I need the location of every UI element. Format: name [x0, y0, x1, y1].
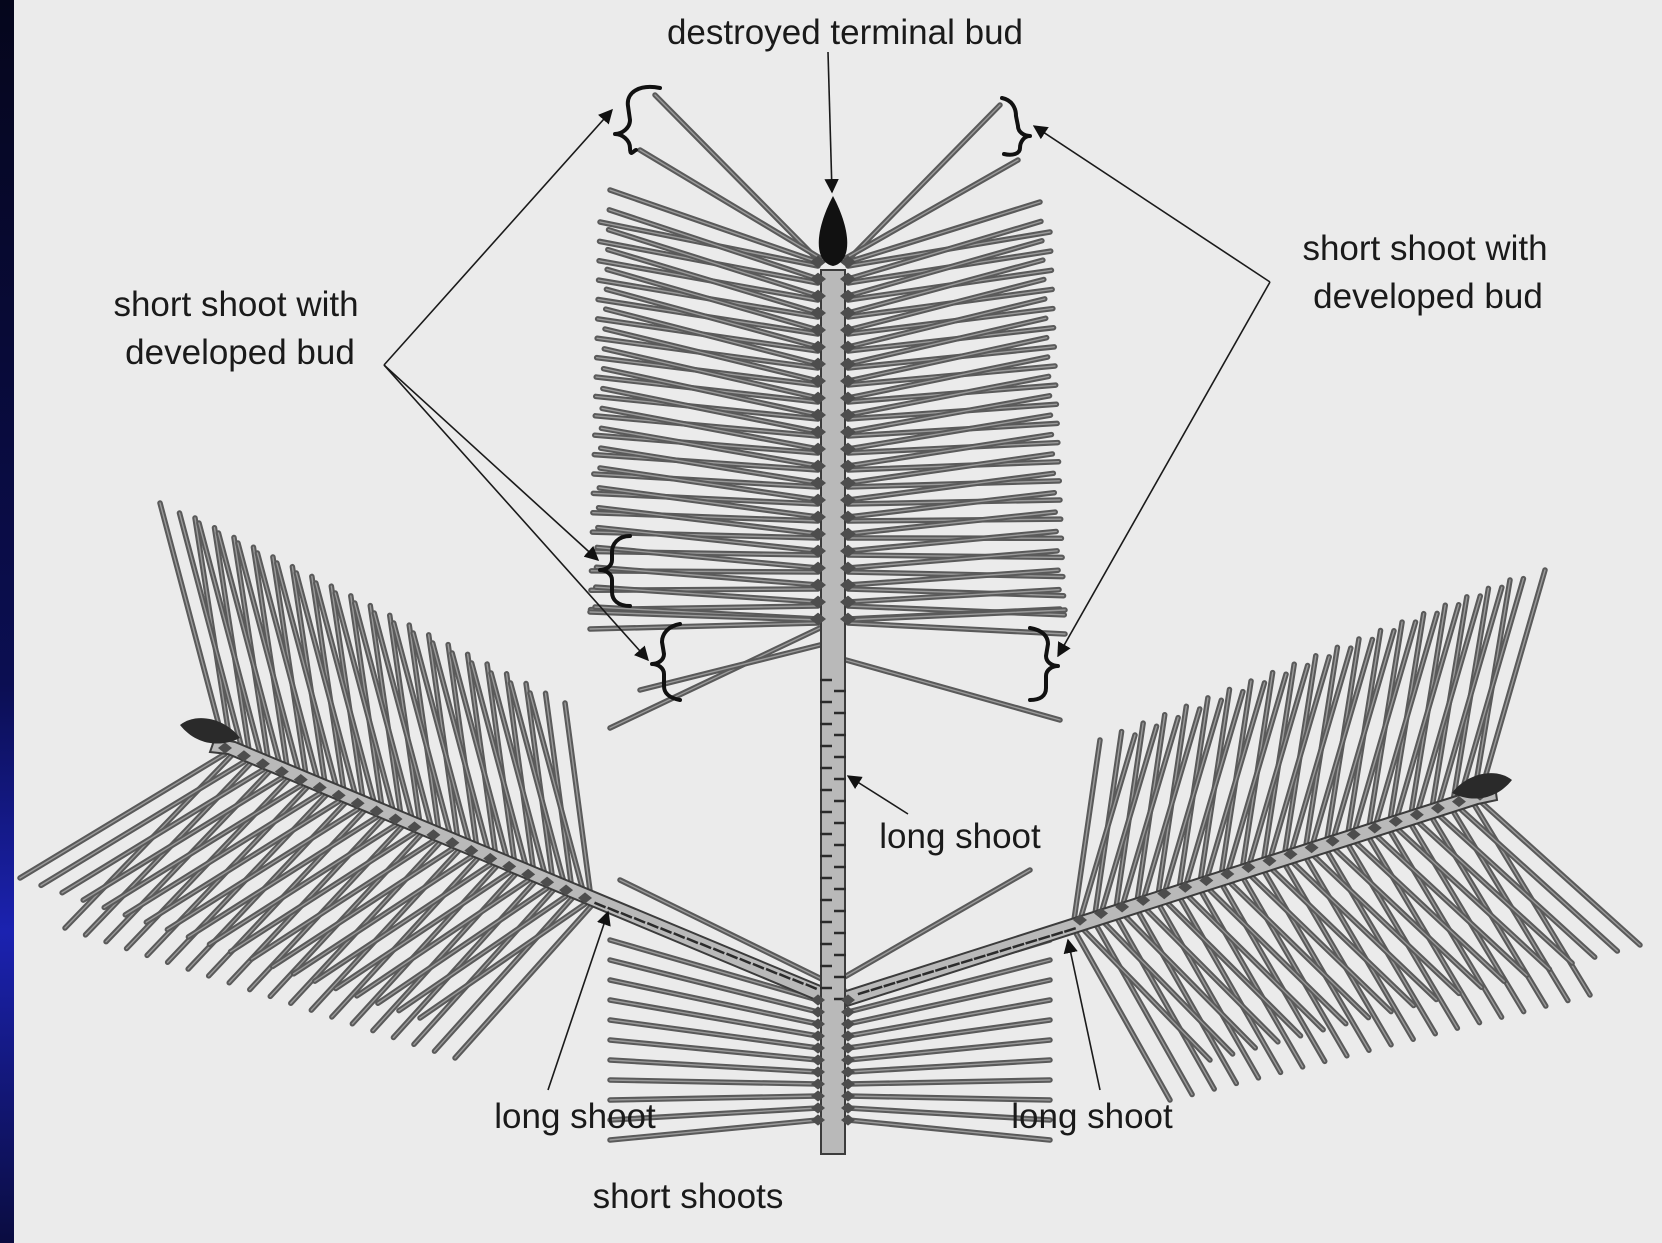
label-long-shoot-left: long shoot: [494, 1097, 656, 1136]
label-destroyed-terminal-bud: destroyed terminal bud: [667, 13, 1023, 52]
label-short-shoot-right-line2: developed bud: [1313, 277, 1543, 316]
label-long-shoot-center: long shoot: [879, 817, 1041, 856]
label-short-shoot-left-line2: developed bud: [125, 333, 355, 372]
label-short-shoots: short shoots: [593, 1177, 784, 1216]
label-short-shoot-right-line1: short shoot with: [1302, 229, 1547, 268]
label-short-shoot-left-line1: short shoot with: [113, 285, 358, 324]
label-long-shoot-right: long shoot: [1011, 1097, 1173, 1136]
